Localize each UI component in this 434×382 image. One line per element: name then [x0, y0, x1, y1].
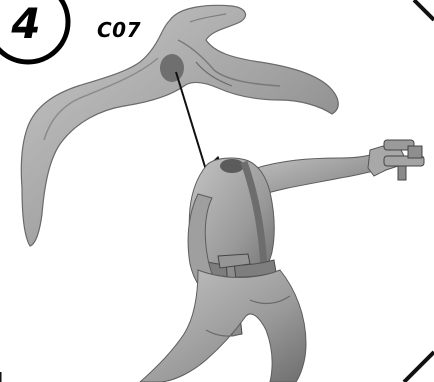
placement-arrow: [176, 72, 206, 170]
part-code-label: C07: [97, 18, 141, 42]
step-number: 4: [0, 0, 56, 48]
figure-assembly: [140, 140, 424, 382]
cape-piece-c07: [21, 5, 338, 246]
